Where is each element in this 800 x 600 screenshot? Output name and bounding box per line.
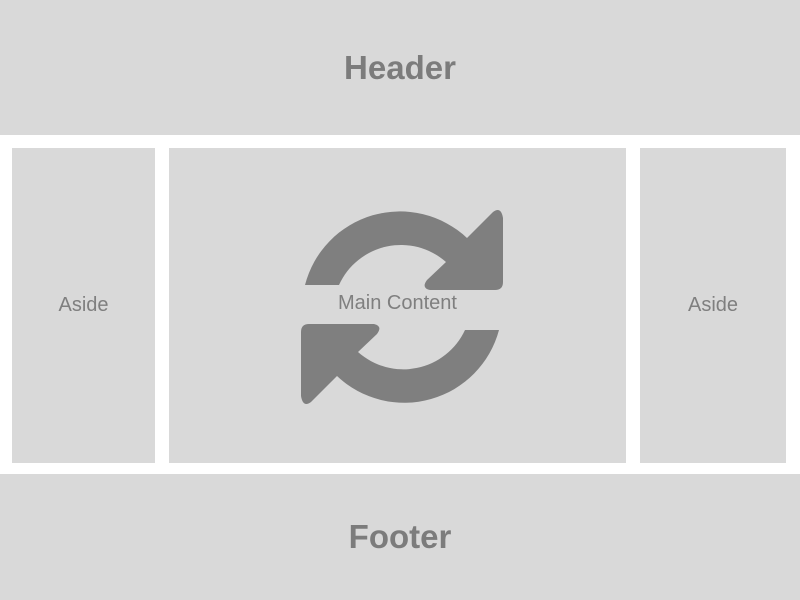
header-block: Header xyxy=(0,0,800,135)
main-content-block: Main Content xyxy=(169,148,626,463)
aside-right-block: Aside xyxy=(640,148,786,463)
footer-block: Footer xyxy=(0,474,800,600)
footer-label: Footer xyxy=(348,518,452,555)
header-label: Header xyxy=(344,48,456,86)
refresh-icon xyxy=(301,210,503,404)
aside-left-block: Aside xyxy=(12,148,155,463)
aside-right-label: Aside xyxy=(687,294,739,316)
aside-left-label: Aside xyxy=(58,294,109,316)
main-content-label: Main Content xyxy=(338,292,457,314)
